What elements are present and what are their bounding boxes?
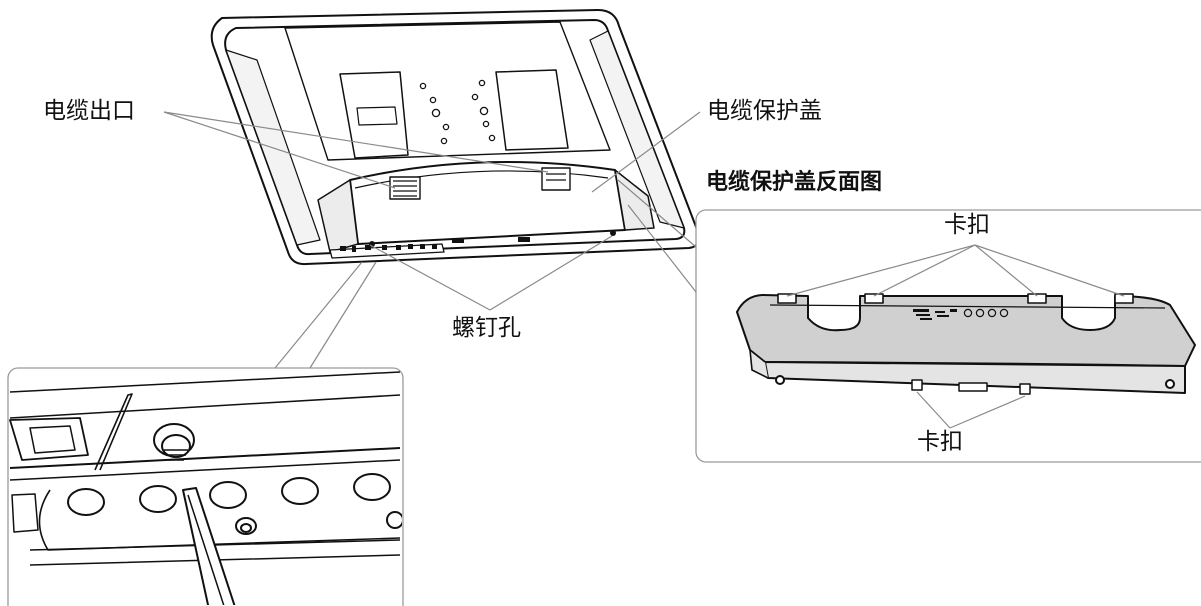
cover-back-illustration	[617, 179, 1201, 463]
cover-back-title: 电缆保护盖反面图	[706, 170, 883, 195]
leader-lines	[163, 111, 1125, 429]
monitor-rear-illustration	[210, 9, 701, 266]
cable-cover-label: 电缆保护盖	[707, 98, 822, 124]
screw-holes-label: 螺钉孔	[452, 315, 521, 341]
clip-top-label: 卡扣	[944, 212, 990, 238]
clip-bottom-label: 卡扣	[917, 429, 963, 455]
cable-outlet-label: 电缆出口	[43, 98, 135, 124]
screwdriver-detail-illustration	[7, 261, 404, 606]
